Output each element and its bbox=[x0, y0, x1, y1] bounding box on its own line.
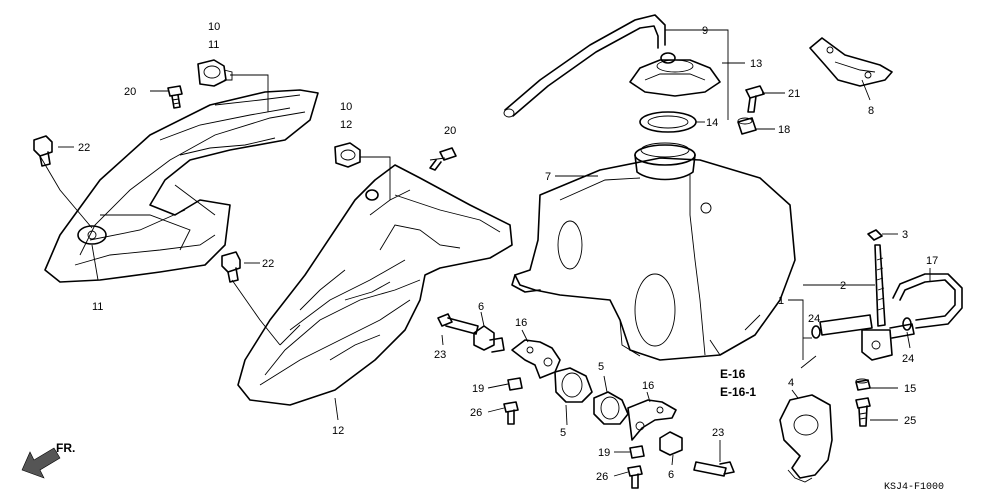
callout-11-top: 11 bbox=[208, 39, 219, 51]
callout-26-lower: 26 bbox=[596, 471, 608, 483]
rubber-mount-part-5-upper[interactable] bbox=[554, 367, 593, 403]
callout-12-bottom: 12 bbox=[332, 425, 344, 437]
callout-3: 3 bbox=[902, 229, 908, 241]
front-arrow-icon bbox=[21, 447, 61, 479]
callout-5-lower: 5 bbox=[560, 427, 566, 439]
callout-10-mid: 10 bbox=[340, 101, 352, 113]
bolt-part-23-upper[interactable] bbox=[437, 313, 479, 335]
callout-11-bottom: 11 bbox=[92, 301, 103, 313]
fuel-tank-part-7[interactable] bbox=[511, 142, 796, 361]
callout-23-upper: 23 bbox=[434, 349, 446, 361]
cap-gasket-part-14[interactable] bbox=[639, 111, 697, 133]
callout-19-lower: 19 bbox=[598, 447, 610, 459]
leader-lines bbox=[39, 29, 931, 477]
bracket-part-8[interactable] bbox=[809, 37, 893, 87]
fuel-valve-assembly-part-1[interactable] bbox=[819, 244, 915, 361]
callout-6-lower: 6 bbox=[668, 469, 674, 481]
nut-part-19-upper[interactable] bbox=[507, 377, 523, 391]
callout-5-upper: 5 bbox=[598, 361, 604, 373]
callout-20-left: 20 bbox=[124, 86, 136, 98]
callout-26-upper: 26 bbox=[470, 407, 482, 419]
screw-part-22-right[interactable] bbox=[221, 251, 241, 283]
callout-19-upper: 19 bbox=[472, 383, 484, 395]
rubber-mount-part-5-lower[interactable] bbox=[593, 391, 629, 425]
clip-part-24-left[interactable] bbox=[811, 325, 821, 339]
right-shroud-part-12[interactable] bbox=[237, 164, 513, 406]
front-direction-indicator: FR. bbox=[21, 441, 75, 479]
callout-13: 13 bbox=[750, 58, 762, 70]
fuel-tube-part-17[interactable] bbox=[892, 273, 963, 329]
bolt-part-25[interactable] bbox=[855, 397, 871, 427]
callout-24-left: 24 bbox=[808, 313, 820, 325]
callout-25: 25 bbox=[904, 415, 916, 427]
front-label: FR. bbox=[56, 441, 75, 455]
fuel-cap-part-13[interactable] bbox=[629, 52, 721, 97]
screw-part-22-left[interactable] bbox=[33, 135, 53, 167]
nut-part-19-lower[interactable] bbox=[629, 445, 645, 459]
bolt-part-21[interactable] bbox=[745, 85, 765, 113]
bolt-part-26-upper[interactable] bbox=[503, 401, 519, 425]
callout-15: 15 bbox=[904, 383, 916, 395]
washer-part-15[interactable] bbox=[855, 378, 871, 391]
grommet-part-10-right[interactable] bbox=[334, 142, 361, 168]
bolt-part-20-left[interactable] bbox=[167, 85, 183, 109]
grommet-part-10[interactable] bbox=[197, 59, 233, 87]
collar-part-6-lower[interactable] bbox=[659, 431, 683, 456]
collar-part-18[interactable] bbox=[737, 117, 757, 135]
callout-14: 14 bbox=[706, 117, 718, 129]
clip-part-24-right[interactable] bbox=[902, 317, 912, 331]
breather-tube-part-9[interactable] bbox=[503, 14, 666, 118]
bolt-part-20-right[interactable] bbox=[429, 147, 457, 171]
diagram-code: KSJ4-F1000 bbox=[884, 482, 944, 493]
callout-labels: 10 11 20 22 11 10 12 20 22 12 9 13 14 7 … bbox=[78, 21, 938, 483]
callout-10-top: 10 bbox=[208, 21, 220, 33]
callout-1: 1 bbox=[778, 295, 784, 307]
callout-7: 7 bbox=[545, 171, 551, 183]
callout-20-mid: 20 bbox=[444, 125, 456, 137]
ref-e16[interactable]: E-16 bbox=[720, 367, 746, 381]
bolt-part-23-lower[interactable] bbox=[693, 461, 735, 477]
clip-part-3[interactable] bbox=[867, 229, 883, 241]
callout-22-mid: 22 bbox=[262, 258, 274, 270]
callout-17: 17 bbox=[926, 255, 938, 267]
callout-12-mid: 12 bbox=[340, 119, 352, 131]
callout-2: 2 bbox=[840, 280, 846, 292]
valve-cover-part-4[interactable] bbox=[779, 394, 833, 483]
callout-9: 9 bbox=[702, 25, 708, 37]
callout-22-left: 22 bbox=[78, 142, 90, 154]
callout-16-upper: 16 bbox=[515, 317, 527, 329]
callout-16-lower: 16 bbox=[642, 380, 654, 392]
callout-21: 21 bbox=[788, 88, 800, 100]
callout-8: 8 bbox=[868, 105, 874, 117]
tank-bracket-part-16-lower[interactable] bbox=[627, 399, 677, 441]
left-shroud-part-11[interactable] bbox=[44, 89, 319, 283]
callout-23-lower: 23 bbox=[712, 427, 724, 439]
ref-e16-1[interactable]: E-16-1 bbox=[720, 385, 756, 399]
tank-bracket-part-16-upper[interactable] bbox=[511, 339, 561, 379]
callout-6-upper: 6 bbox=[478, 301, 484, 313]
bolt-part-26-lower[interactable] bbox=[627, 465, 643, 489]
callout-24-right: 24 bbox=[902, 353, 914, 365]
callout-4: 4 bbox=[788, 377, 794, 389]
callout-18: 18 bbox=[778, 124, 790, 136]
collar-part-6-upper[interactable] bbox=[473, 325, 505, 353]
